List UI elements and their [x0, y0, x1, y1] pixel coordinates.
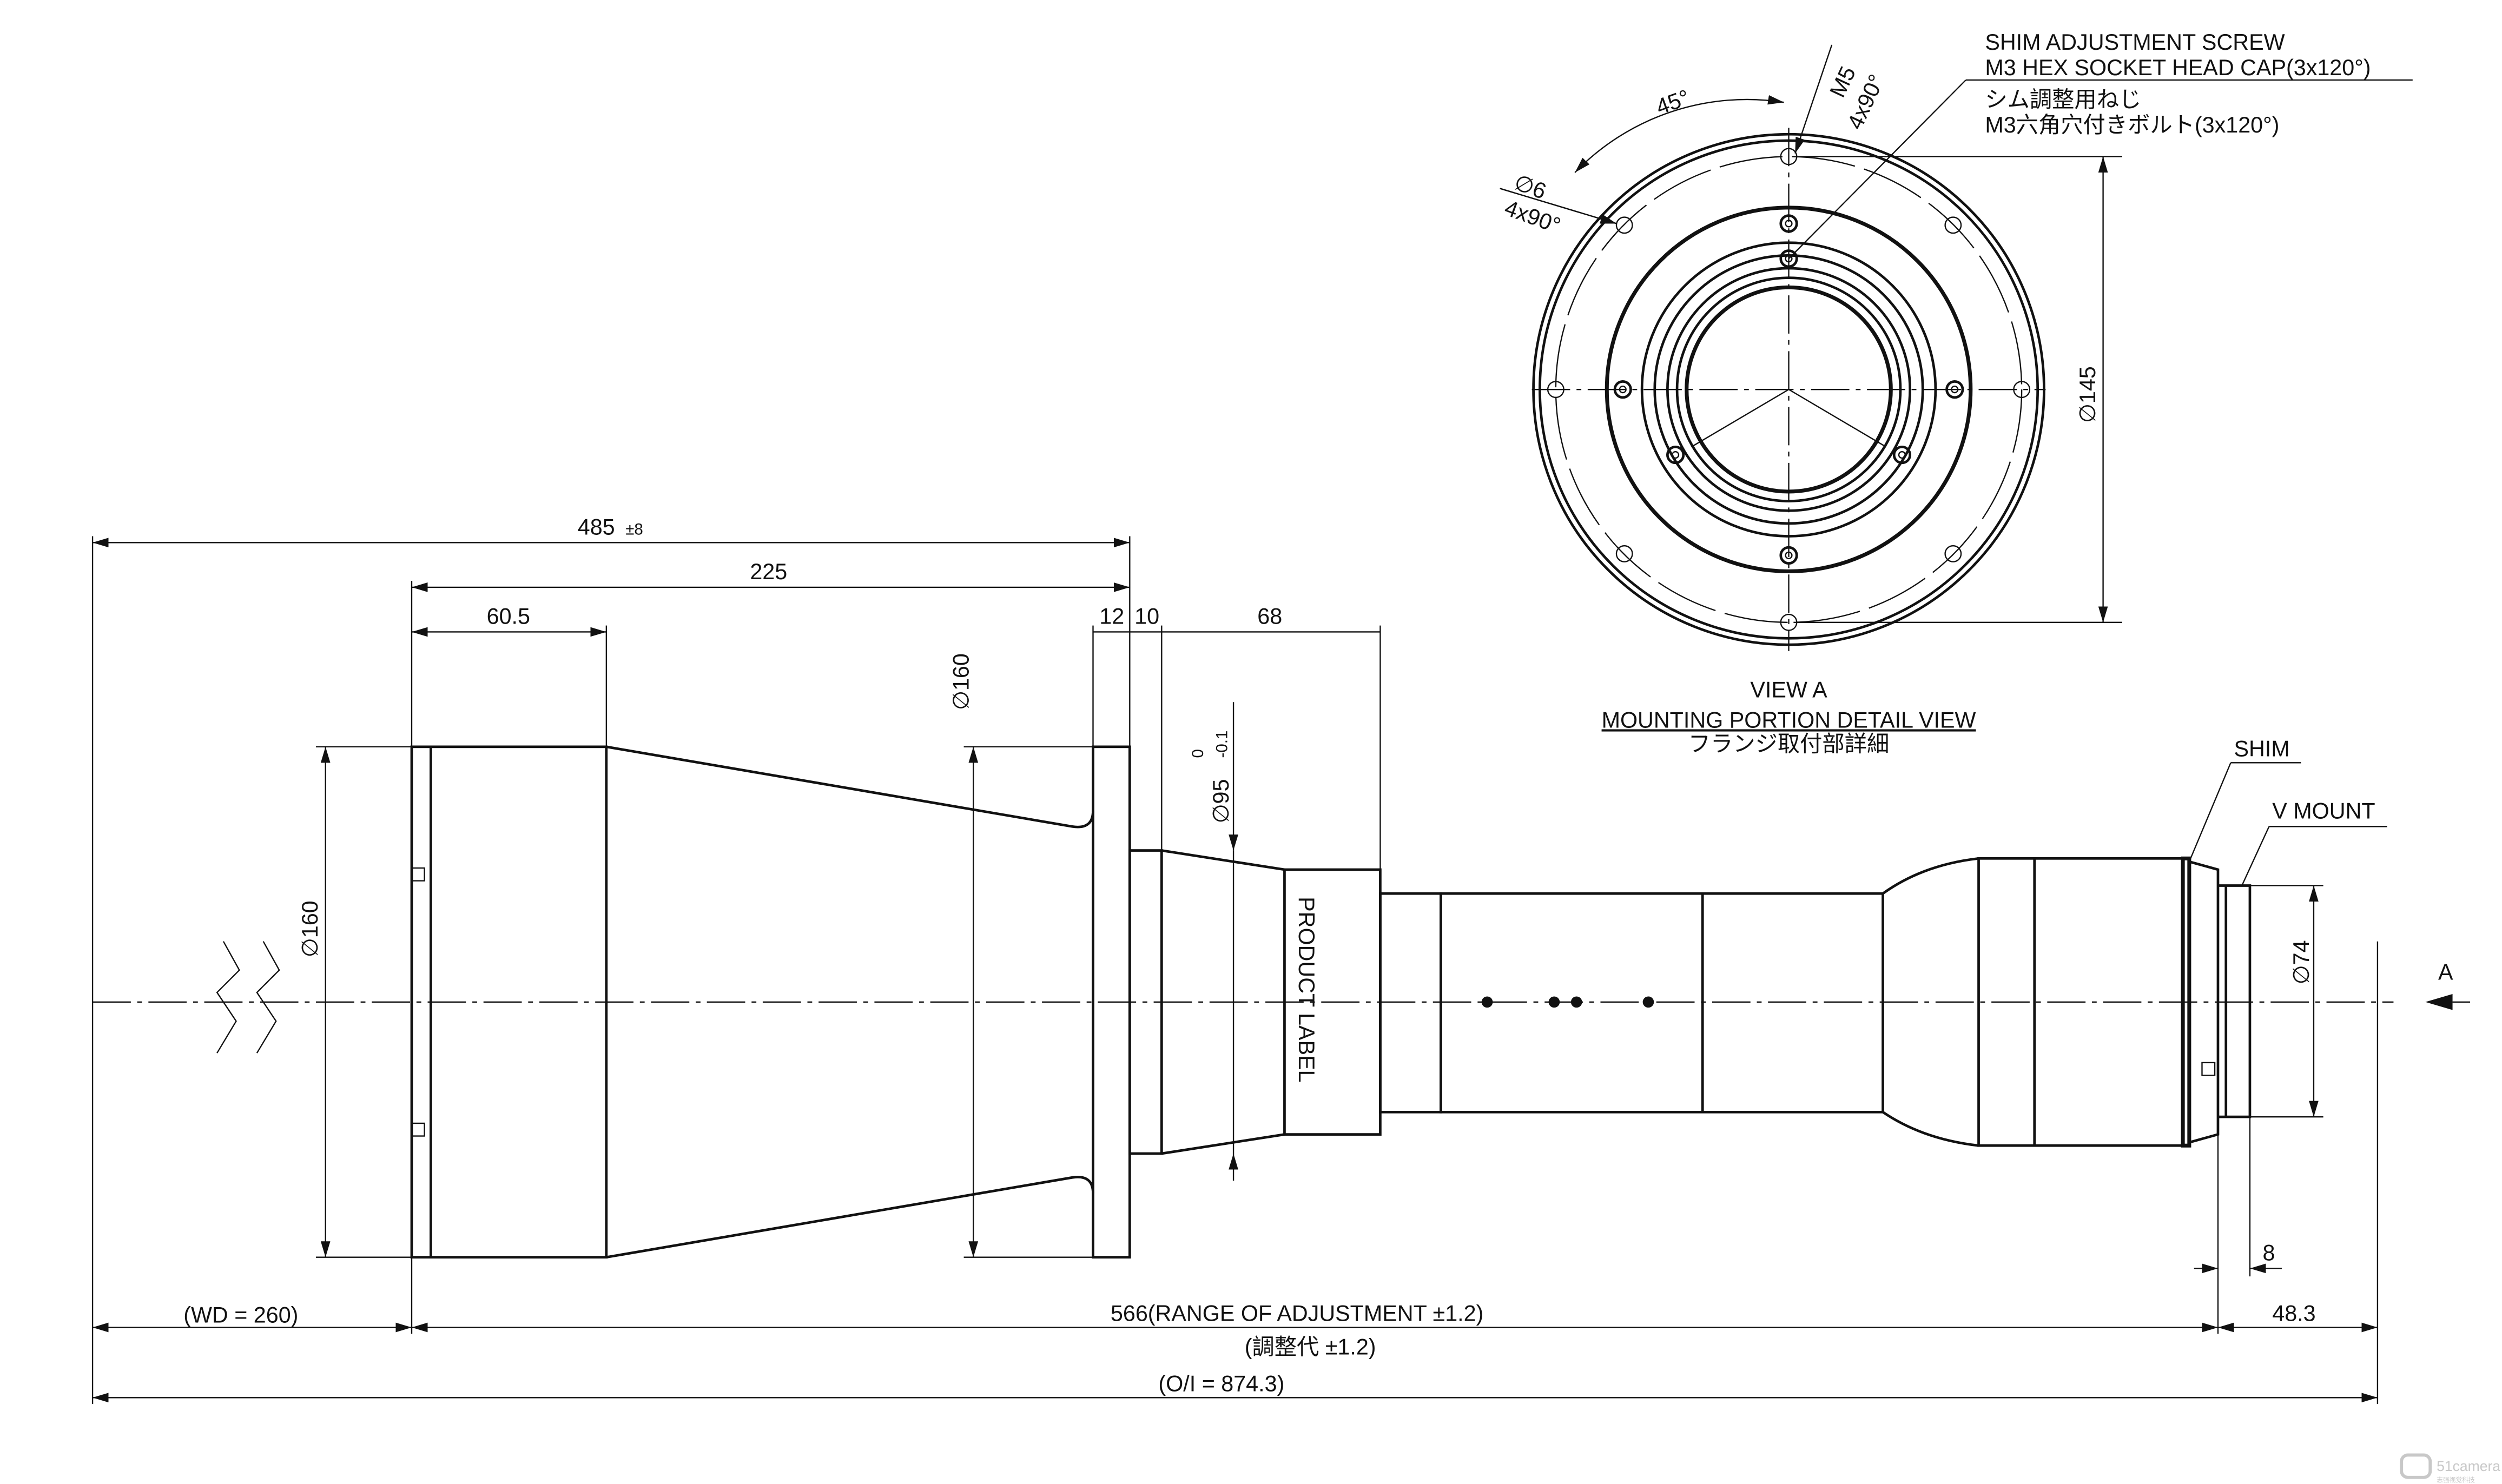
diameter-dimensions: ∅160 ∅160 ∅95 0 -0.1 ∅74	[298, 653, 2323, 1258]
view-a-subtitle: MOUNTING PORTION DETAIL VIEW	[1602, 707, 1976, 732]
dot	[1642, 996, 1654, 1008]
v-mount-label: V MOUNT	[2272, 799, 2375, 824]
rear-cone	[1161, 849, 1285, 1155]
dim-10: 10	[1134, 604, 1159, 629]
angle-45: 45°	[1653, 85, 1693, 120]
dim-range: 566(RANGE OF ADJUSTMENT ±1.2)	[1111, 1301, 1483, 1326]
dim-flange-diameter: ∅160	[948, 653, 973, 710]
svg-text:志强视觉科技: 志强视觉科技	[2437, 1476, 2475, 1484]
dim-225: 225	[750, 559, 787, 584]
rear-flare	[1882, 857, 1979, 1147]
v-mount	[2189, 860, 2252, 1144]
svg-text:51camera: 51camera	[2437, 1458, 2500, 1474]
note-line2: M3 HEX SOCKET HEAD CAP(3x120°)	[1985, 55, 2371, 80]
view-arrow-icon	[2425, 994, 2453, 1010]
rear-step	[1128, 849, 1163, 1155]
dot	[1570, 996, 1582, 1008]
top-dimensions: 485 ±8 225 60.5 12 10 68	[91, 515, 1381, 1405]
mounting-holes	[1547, 148, 2031, 631]
screws	[1613, 214, 1964, 565]
note-jp2: M3六角穴付きボルト(3x120°)	[1985, 112, 2279, 137]
dim-front-diameter: ∅160	[298, 900, 322, 957]
watermark-logo: 51camera 志强视觉科技	[2400, 1453, 2500, 1484]
dim-485-tol: ±8	[625, 521, 643, 539]
note-jp1: シム調整用ねじ	[1985, 87, 2141, 112]
hole-count: 4x90°	[1501, 195, 1563, 238]
dot	[1548, 996, 1560, 1008]
dim-12: 12	[1099, 604, 1124, 629]
dot	[1481, 996, 1493, 1008]
dim-8: 8	[2263, 1241, 2275, 1266]
dim-485: 485	[578, 515, 615, 540]
dim-68: 68	[1257, 604, 1282, 629]
view-a-title: VIEW A	[1750, 677, 1827, 702]
dim-range-jp: (調整代 ±1.2)	[1245, 1335, 1376, 1360]
bottom-dimensions: (WD = 260) 566(RANGE OF ADJUSTMENT ±1.2)…	[93, 1257, 2378, 1403]
tube	[1440, 892, 1884, 1114]
view-a-subtitle-jp: フランジ取付部詳細	[1688, 732, 1890, 757]
break-symbol	[216, 941, 280, 1054]
view-a: 45° M5 4x90° ∅6 4x90° ∅145 SHIM ADJUSTME…	[1500, 30, 2413, 757]
neck	[1379, 892, 1442, 1114]
product-label-text: PRODUCT LABEL	[1294, 897, 1319, 1082]
dim-back: 48.3	[2272, 1301, 2315, 1326]
shim	[2181, 856, 2191, 1148]
front-barrel	[410, 745, 608, 1259]
dim-mid-diameter: ∅95	[1209, 779, 1233, 824]
dim-oi: (O/I = 874.3)	[1158, 1371, 1284, 1396]
side-view: PRODUCT LABEL 485 ±8 225	[91, 515, 2471, 1405]
view-a-diameter: ∅145	[2075, 366, 2100, 423]
dim-mid-tol-lower: -0.1	[1213, 731, 1231, 758]
note-line1: SHIM ADJUSTMENT SCREW	[1985, 30, 2285, 55]
dim-mid-tol-upper: 0	[1189, 749, 1207, 758]
dim-60-5: 60.5	[487, 604, 530, 629]
view-arrow-label: A	[2438, 959, 2453, 984]
dim-mount-diameter: ∅74	[2289, 940, 2314, 984]
dim-wd: (WD = 260)	[183, 1303, 298, 1328]
shim-label: SHIM	[2234, 737, 2289, 761]
